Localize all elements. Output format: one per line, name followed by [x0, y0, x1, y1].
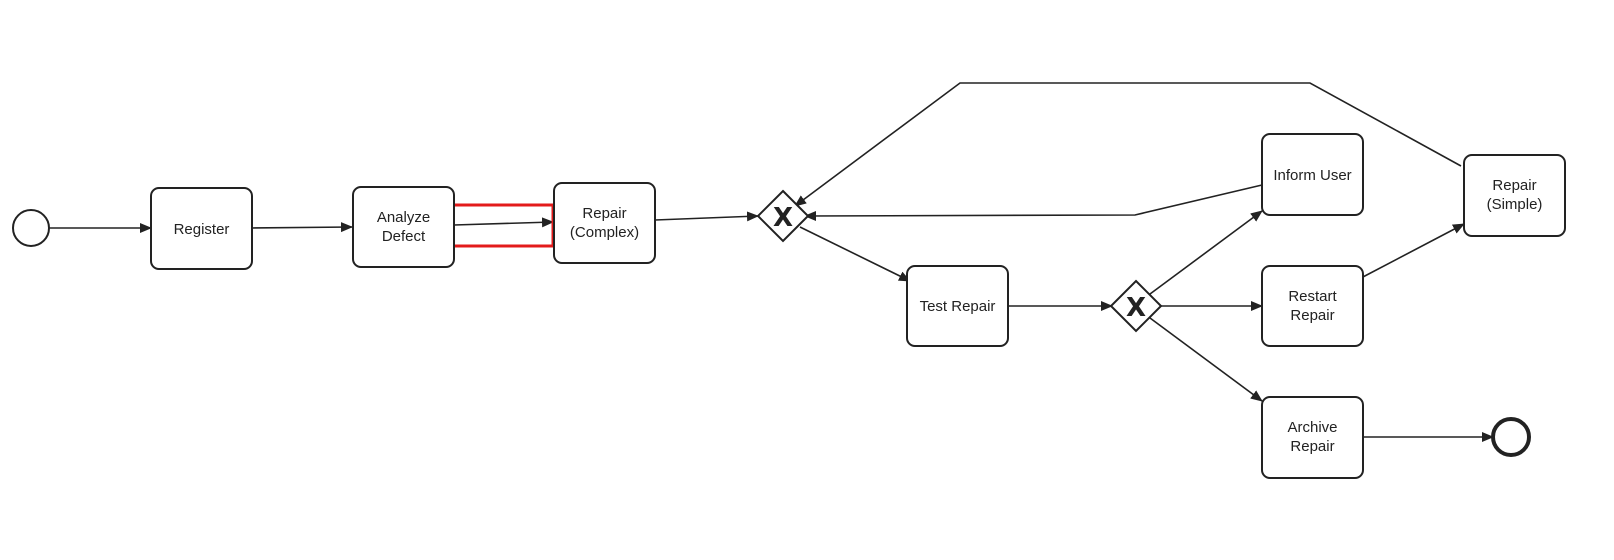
task-repair-complex-label-line-2: (Complex)	[570, 224, 639, 241]
task-restart-repair[interactable]: Restart Repair	[1261, 265, 1364, 347]
flow-repair-complex-to-merge-gateway[interactable]	[654, 211, 759, 222]
task-archive-repair[interactable]: Archive Repair	[1261, 396, 1364, 479]
flow-merge-gateway-to-test-repair[interactable]	[799, 226, 911, 282]
exclusive-gateway-merge[interactable]: X	[756, 189, 810, 243]
task-inform-user[interactable]: Inform User	[1261, 133, 1364, 216]
task-repair-complex-label-line-1: Repair	[582, 205, 626, 222]
task-analyze-defect[interactable]: Analyze Defect	[352, 186, 455, 268]
task-repair-complex[interactable]: Repair (Complex)	[553, 182, 656, 264]
task-restart-repair-label-line-2: Repair	[1290, 307, 1334, 324]
task-restart-repair-label-line-1: Restart	[1288, 288, 1337, 305]
flow-repair-simple-to-merge-gateway[interactable]	[794, 82, 1462, 207]
task-archive-repair-label-line-2: Repair	[1290, 438, 1334, 455]
task-register[interactable]: Register	[150, 187, 253, 270]
flow-inform-user-to-merge-gateway[interactable]	[804, 184, 1263, 221]
task-repair-simple-label-line-2: (Simple)	[1487, 196, 1543, 213]
task-repair-simple-label-line-1: Repair	[1492, 177, 1536, 194]
task-analyze-defect-label-line-2: Defect	[382, 228, 426, 245]
task-register-label-line-1: Register	[174, 221, 230, 238]
task-inform-user-label-line-1: Inform User	[1273, 167, 1351, 184]
flow-decision-gateway-to-inform-user[interactable]	[1149, 210, 1263, 295]
end-event-icon[interactable]	[1491, 417, 1531, 457]
flow-analyze-defect-to-repair-complex[interactable]	[453, 217, 554, 228]
gateway-merge-mark: X	[773, 203, 793, 233]
task-archive-repair-label-line-1: Archive	[1287, 419, 1337, 436]
task-test-repair-label-line-1: Test Repair	[920, 298, 996, 315]
task-analyze-defect-label-line-1: Analyze	[377, 209, 430, 226]
flow-register-to-analyze-defect[interactable]	[251, 222, 353, 233]
gateway-diamond-icon	[756, 189, 810, 243]
gateway-decision-mark: X	[1126, 293, 1146, 323]
task-test-repair[interactable]: Test Repair	[906, 265, 1009, 347]
flow-restart-repair-to-repair-simple[interactable]	[1360, 223, 1465, 279]
highlighted-flow-box	[449, 203, 555, 248]
sequence-flows	[48, 82, 1494, 442]
gateway-diamond-icon	[1109, 279, 1163, 333]
flow-decision-gateway-to-archive-repair[interactable]	[1149, 317, 1263, 402]
exclusive-gateway-decision[interactable]: X	[1109, 279, 1163, 333]
task-repair-simple[interactable]: Repair (Simple)	[1463, 154, 1566, 237]
start-event-icon[interactable]	[12, 209, 50, 247]
